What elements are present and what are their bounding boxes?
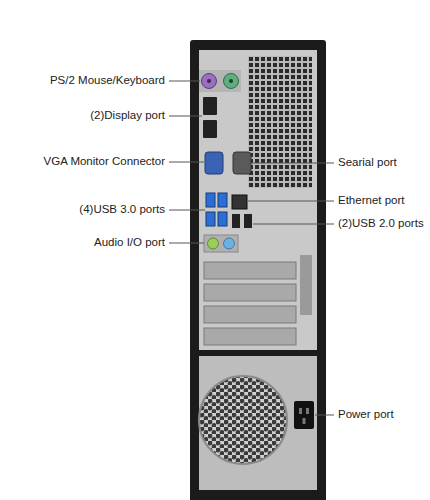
ps2-mouse-port bbox=[202, 74, 217, 89]
expansion-slot bbox=[204, 262, 296, 279]
usb2-port bbox=[232, 214, 240, 228]
port-label: Ethernet port bbox=[338, 194, 404, 208]
port-label: (4)USB 3.0 ports bbox=[79, 203, 165, 217]
port-label: (2)Display port bbox=[90, 109, 165, 123]
power-supply bbox=[199, 356, 317, 490]
usb3-port bbox=[218, 193, 227, 207]
usb2-port bbox=[244, 214, 252, 228]
power-socket bbox=[294, 401, 314, 429]
ps2-keyboard-port bbox=[224, 74, 239, 89]
case bbox=[190, 40, 326, 500]
ps2-frame bbox=[199, 70, 241, 92]
port-label: VGA Monitor Connector bbox=[44, 155, 165, 169]
port-label: Searial port bbox=[338, 156, 397, 170]
audio-jack bbox=[208, 238, 219, 249]
vent-grid bbox=[248, 56, 312, 188]
audio-frame bbox=[204, 235, 238, 252]
port-label: Audio I/O port bbox=[94, 236, 165, 250]
audio-jack bbox=[224, 238, 235, 249]
io-panel bbox=[199, 50, 317, 350]
usb3-port bbox=[206, 193, 215, 207]
ethernet-port bbox=[232, 195, 247, 209]
usb3-port bbox=[218, 212, 227, 226]
port-label: Power port bbox=[338, 408, 394, 422]
leader-lines bbox=[169, 81, 334, 415]
port-label: (2)USB 2.0 ports bbox=[338, 217, 424, 231]
slot-latch bbox=[300, 255, 312, 315]
display-port bbox=[203, 120, 217, 138]
display-port bbox=[203, 97, 217, 115]
expansion-slot bbox=[204, 284, 296, 301]
port-label: PS/2 Mouse/Keyboard bbox=[50, 74, 165, 88]
vga-port bbox=[205, 152, 223, 174]
fan-grille bbox=[199, 376, 287, 464]
usb3-port bbox=[206, 212, 215, 226]
serial-port bbox=[233, 152, 251, 174]
expansion-slot bbox=[204, 306, 296, 323]
expansion-slot bbox=[204, 328, 296, 345]
